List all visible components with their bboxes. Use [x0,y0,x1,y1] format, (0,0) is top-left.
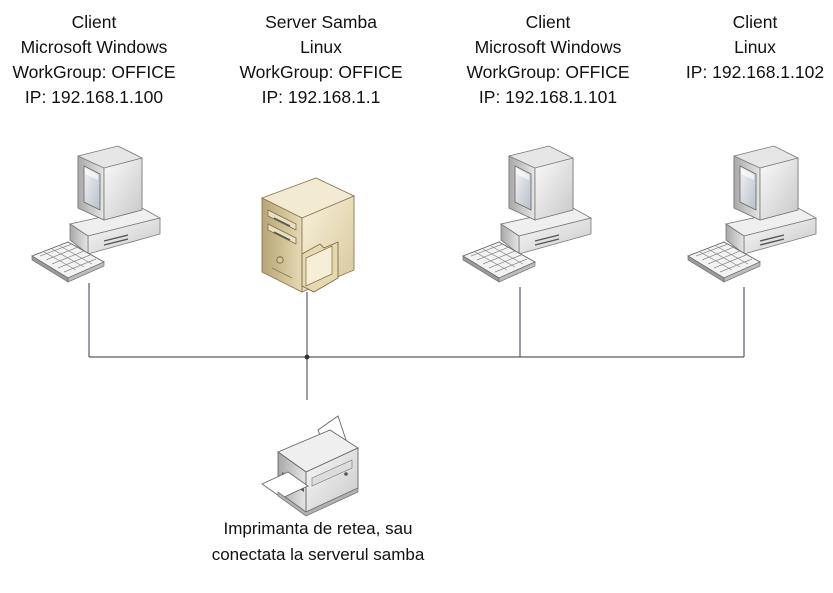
client-linux-label-line: IP: 192.168.1.102 [685,62,825,82]
client-windows-2-label-line: WorkGroup: OFFICE [466,62,630,82]
server-samba-label-line: Linux [300,37,342,57]
server-tower-icon [260,177,356,293]
client-linux-label: Client Linux IP: 192.168.1.102 [686,10,824,85]
bus-junction [304,354,310,360]
client-windows-1-label: Client Microsoft Windows WorkGroup: OFFI… [12,10,175,110]
client-windows-1-label-line: IP: 192.168.1.100 [24,87,164,107]
printer-label: Imprimanta de retea, sau conectata la se… [212,516,425,568]
network-printer-icon [261,415,359,517]
printer-label-line: conectata la serverul samba [211,545,425,564]
client-windows-2-label-line: Microsoft Windows [474,37,622,57]
server-samba-label: Server Samba Linux WorkGroup: OFFICE IP:… [239,10,402,110]
printer-label-line: Imprimanta de retea, sau [223,519,413,538]
client-linux-label-line: Linux [734,37,776,57]
client-windows-1-label-line: Microsoft Windows [20,37,168,57]
desktop-computer-icon [31,145,161,283]
client-windows-1-label-line: Client [71,12,117,32]
client-windows-2-label-line: Client [525,12,571,32]
desktop-computer-icon [462,145,592,283]
client-windows-2-label: Client Microsoft Windows WorkGroup: OFFI… [466,10,629,110]
client-windows-1-label-line: WorkGroup: OFFICE [12,62,176,82]
desktop-computer-icon [687,145,817,283]
server-samba-label-line: WorkGroup: OFFICE [239,62,403,82]
server-samba-label-line: Server Samba [265,12,377,32]
server-samba-label-line: IP: 192.168.1.1 [261,87,381,107]
client-linux-label-line: Client [732,12,778,32]
client-windows-2-label-line: IP: 192.168.1.101 [478,87,618,107]
network-links [88,283,745,400]
